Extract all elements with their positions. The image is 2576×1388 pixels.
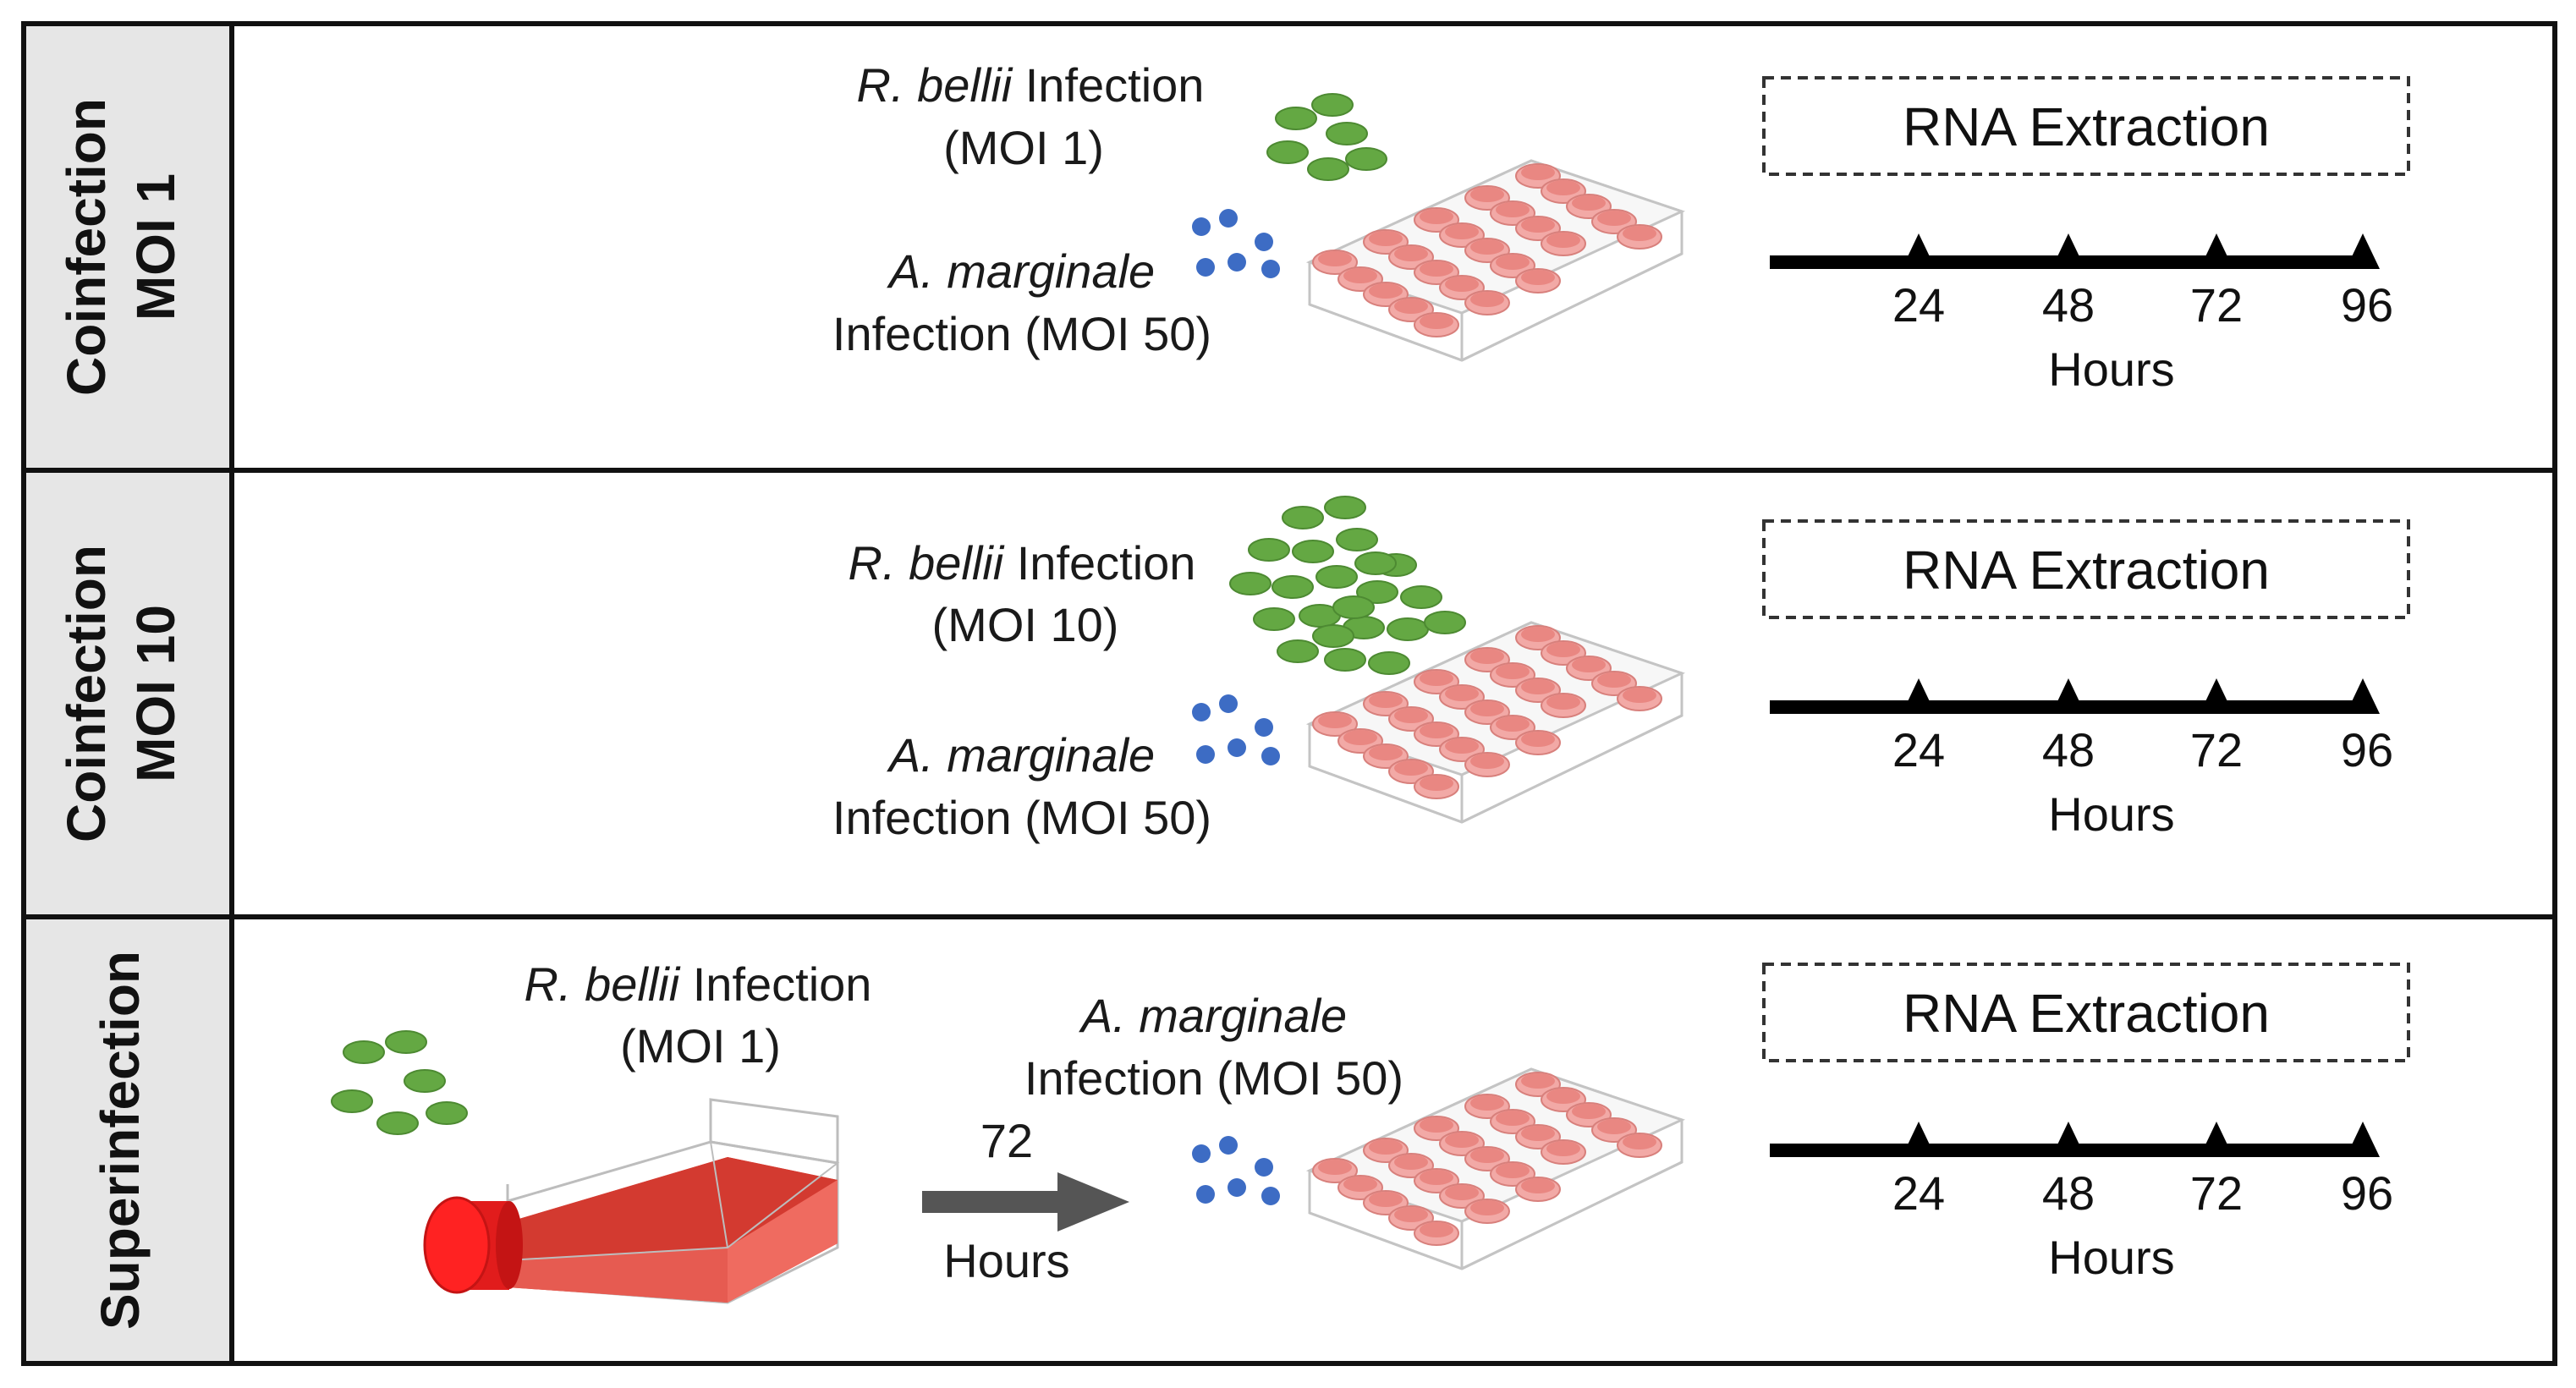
culture-flask-icon [423, 1098, 840, 1304]
arrow-icon [922, 1172, 1129, 1232]
rna-extraction-label: RNA Extraction [1903, 983, 2270, 1044]
row-frame [21, 468, 2557, 919]
amarginale-infection: Infection (MOI 50) [832, 307, 1211, 360]
rbellii-infection-label: Infection [693, 957, 872, 1011]
tick-label: 24 [1892, 278, 1945, 332]
tick-label: 48 [2042, 278, 2095, 332]
rbellii-name: R. bellii [849, 536, 1005, 590]
row-coinfection-moi-1: Coinfection MOI 1 R. bellii Infection (M… [21, 21, 2557, 473]
timeline-units: Hours [2048, 1231, 2174, 1284]
row-frame [21, 21, 2557, 473]
timepoint-marker [1902, 678, 1936, 714]
rna-extraction-box [1762, 963, 2410, 1062]
rbellii-moi: (MOI 1) [620, 1019, 781, 1073]
amarginale-name: A. marginale [887, 244, 1155, 298]
tick-label: 72 [2190, 278, 2243, 332]
rna-extraction-box [1762, 76, 2410, 176]
rbellii-moi: (MOI 1) [943, 121, 1104, 174]
timepoint-marker [1902, 1122, 1936, 1157]
row-superinfection: Superinfection R. bellii Infection [21, 914, 2557, 1366]
amarginale-name: A. marginale [887, 728, 1155, 782]
tick-label: 96 [2341, 1166, 2393, 1220]
side-label-line1: Superinfection [90, 951, 151, 1330]
arrow-duration-value: 72 [980, 1114, 1033, 1167]
side-label-panel [21, 914, 234, 1366]
side-label-line1: Coinfection [56, 98, 117, 396]
timepoint-marker [2200, 678, 2233, 714]
tick-label: 96 [2341, 723, 2393, 776]
arrow-duration-units: Hours [943, 1234, 1069, 1287]
tick-label: 48 [2042, 723, 2095, 776]
amarginale-name: A. marginale [1079, 989, 1347, 1042]
timepoint-marker [2200, 1122, 2233, 1157]
side-label-line2: MOI 10 [125, 605, 186, 782]
tick-label: 24 [1892, 723, 1945, 776]
timepoint-marker [2346, 233, 2380, 269]
svg-text:R. bellii Infection: R. bellii Infection [857, 58, 1205, 112]
tick-label: 72 [2190, 1166, 2243, 1220]
timeline-units: Hours [2048, 787, 2174, 841]
side-label-line2: MOI 1 [125, 173, 186, 321]
rbellii-moi: (MOI 10) [932, 598, 1119, 651]
amarginale-infection: Infection (MOI 50) [1024, 1051, 1403, 1105]
tick-label: 48 [2042, 1166, 2095, 1220]
timeline: 24 48 72 96 Hours [1770, 233, 2393, 396]
timeline-units: Hours [2048, 343, 2174, 396]
tick-label: 72 [2190, 723, 2243, 776]
timepoint-marker [1902, 233, 1936, 269]
amarginale-infection: Infection (MOI 50) [832, 791, 1211, 844]
tick-label: 96 [2341, 278, 2393, 332]
timepoint-marker [2051, 678, 2085, 714]
rna-extraction-label: RNA Extraction [1903, 540, 2270, 601]
timepoint-marker [2200, 233, 2233, 269]
rbellii-infection-label: Infection [1017, 536, 1196, 590]
svg-text:R. bellii Infection: R. bellii Infection [849, 536, 1196, 590]
tick-label: 24 [1892, 1166, 1945, 1220]
timeline: 24 48 72 96 Hours [1770, 1122, 2393, 1284]
rbellii-name: R. bellii [857, 58, 1013, 112]
row-coinfection-moi-10: Coinfection MOI 10 R. bellii Infection (… [21, 468, 2557, 919]
side-label-line1: Coinfection [56, 545, 117, 842]
timepoint-marker [2346, 1122, 2380, 1157]
svg-text:R. bellii Infection: R. bellii Infection [525, 957, 872, 1011]
timeline: 24 48 72 96 Hours [1770, 678, 2393, 841]
side-label-panel [21, 21, 234, 473]
timepoint-marker [2051, 1122, 2085, 1157]
timepoint-marker [2051, 233, 2085, 269]
rna-extraction-box [1762, 519, 2410, 619]
rna-extraction-label: RNA Extraction [1903, 96, 2270, 157]
rbellii-infection-label: Infection [1025, 58, 1205, 112]
rbellii-name: R. bellii [525, 957, 681, 1011]
timepoint-marker [2346, 678, 2380, 714]
